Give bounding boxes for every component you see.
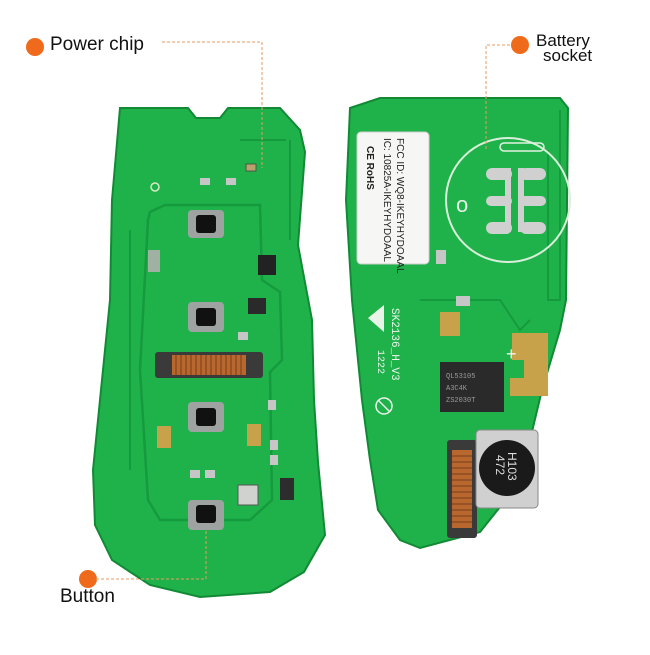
button-4 bbox=[188, 500, 224, 530]
orange-dot-icon bbox=[26, 38, 44, 56]
button-3 bbox=[188, 402, 224, 432]
coil-antenna bbox=[155, 352, 263, 378]
plus-sign: + bbox=[506, 344, 517, 364]
left-pcb-board bbox=[91, 107, 327, 599]
inductor-marking-2: H103 bbox=[505, 452, 519, 481]
callout-button bbox=[79, 530, 207, 588]
battery-label-line1: Battery bbox=[536, 31, 590, 50]
recycle-icon bbox=[375, 397, 393, 415]
coil-component bbox=[447, 440, 477, 538]
button-1 bbox=[188, 210, 224, 238]
orange-dot-icon bbox=[79, 570, 97, 588]
callout-power-chip bbox=[26, 38, 263, 168]
svg-text:QL53105: QL53105 bbox=[446, 373, 475, 381]
button-2 bbox=[188, 302, 224, 332]
power-chip-label: Power chip bbox=[50, 34, 144, 55]
model-text: SK2136_H_V3 bbox=[388, 308, 400, 381]
svg-text:ZS2030T: ZS2030T bbox=[446, 397, 475, 405]
battery-label-line2: socket bbox=[543, 46, 593, 65]
fcc-label-sticker: FCC ID: WQ8-IKEYHYDOAAL IC: 10825A-IKEYH… bbox=[356, 131, 430, 274]
ic-text: IC: 10825A-IKEYHYDOAAL bbox=[381, 138, 392, 262]
orange-dot-icon bbox=[511, 36, 529, 54]
inductor-marking-1: 472 bbox=[493, 455, 507, 475]
ce-rohs-marks: CE RoHS bbox=[364, 146, 375, 190]
fcc-id-text: FCC ID: WQ8-IKEYHYDOAAL bbox=[394, 138, 405, 274]
svg-text:o: o bbox=[456, 192, 468, 217]
inductor: 472 H103 bbox=[475, 429, 539, 509]
date-code-text: 1222 bbox=[374, 350, 385, 374]
right-pcb-board: o FCC ID: WQ8-IKEYHYDOAAL IC: 10825A-IKE… bbox=[344, 97, 571, 550]
battery-socket bbox=[486, 168, 546, 234]
callout-battery-socket bbox=[485, 36, 529, 150]
main-chip: QL53105 A3C4K ZS2030T bbox=[440, 362, 504, 412]
button-label: Button bbox=[60, 586, 115, 607]
svg-text:A3C4K: A3C4K bbox=[446, 385, 468, 393]
